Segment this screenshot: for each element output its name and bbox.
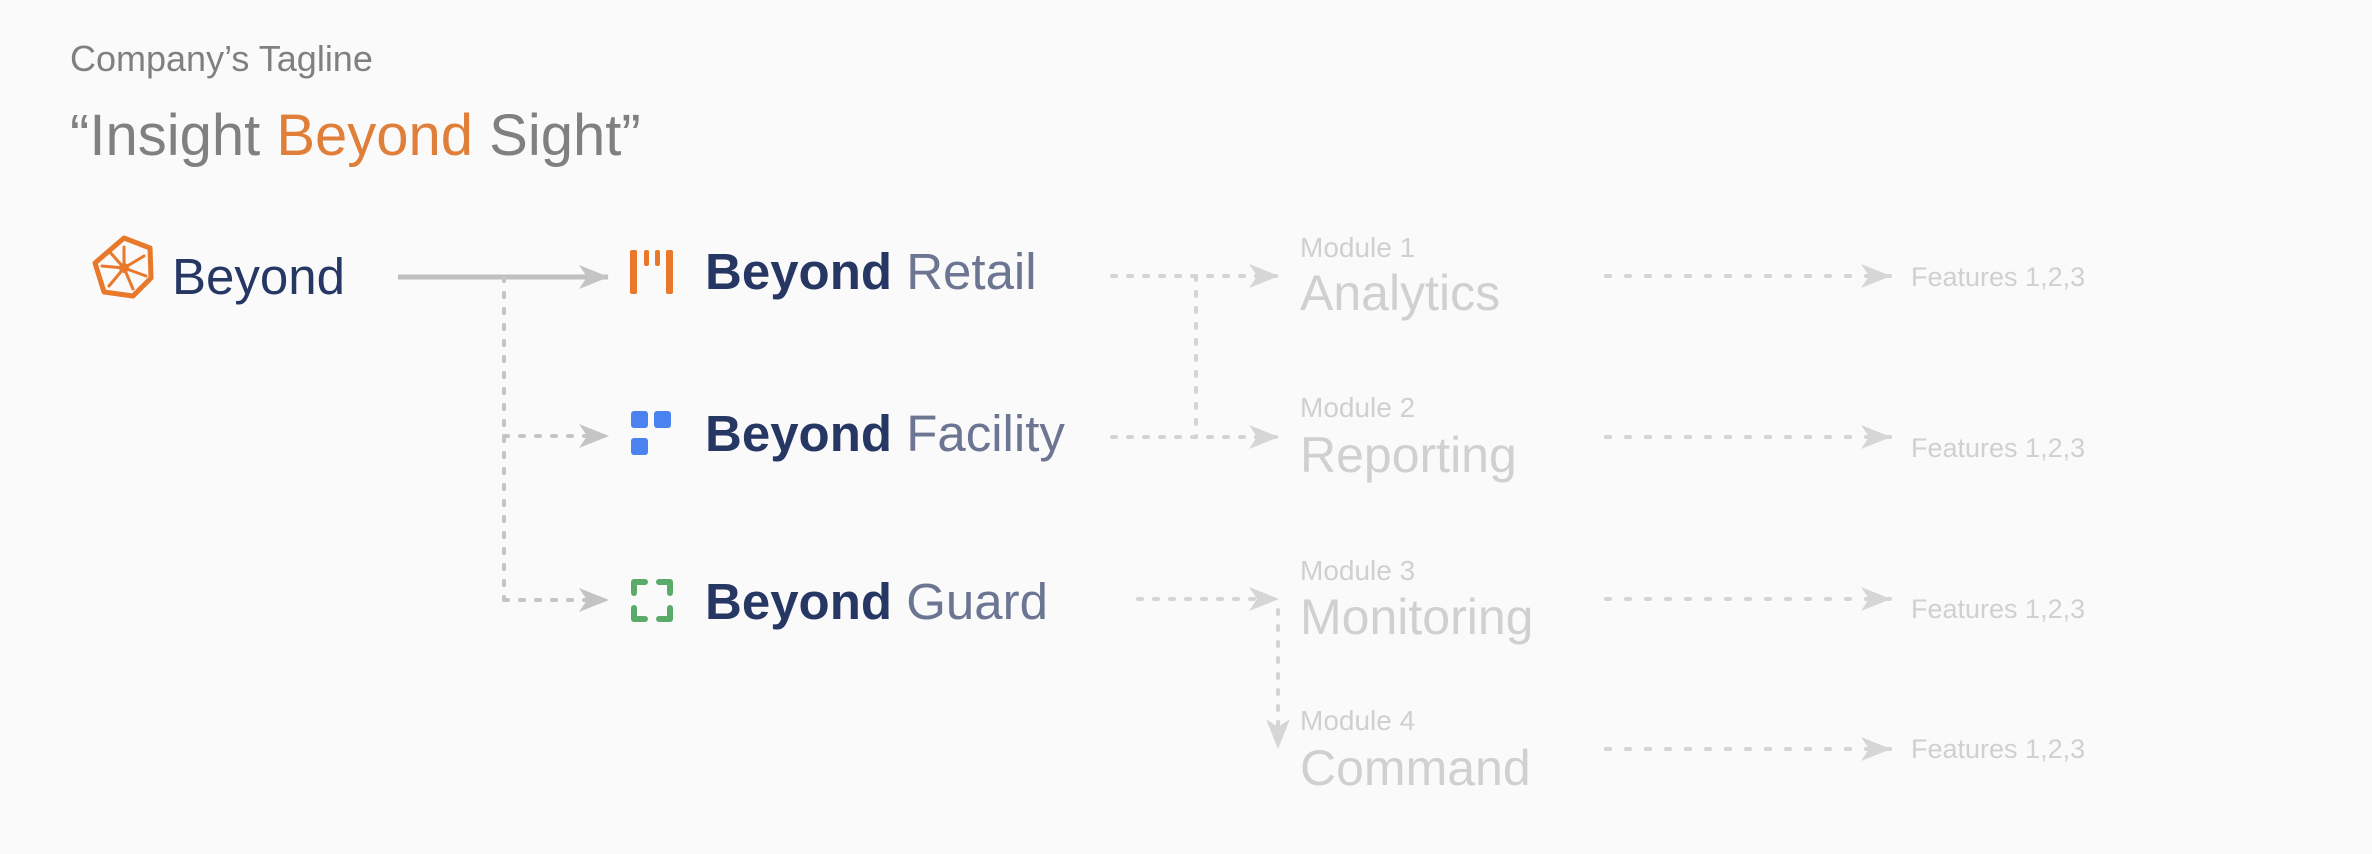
pentagon-logo-icon: [92, 235, 154, 299]
module-3-name: Monitoring: [1300, 589, 1534, 645]
product-retail-name: Retail: [906, 243, 1037, 300]
product-retail: Beyond Retail: [705, 246, 1037, 297]
tagline-quote-close: ”: [621, 103, 641, 168]
product-guard: Beyond Guard: [705, 576, 1048, 627]
product-facility-brand: Beyond: [705, 405, 893, 462]
module-4-name: Command: [1300, 740, 1531, 796]
squares-icon: [631, 411, 671, 455]
module-3-number: Module 3: [1300, 555, 1416, 586]
product-facility-name: Facility: [906, 405, 1065, 462]
product-retail-brand: Beyond: [705, 243, 893, 300]
module-3-features: Features 1,2,3: [1911, 594, 2086, 624]
tagline-label: Company’s Tagline: [70, 38, 373, 79]
tagline: “Insight Beyond Sight”: [70, 102, 641, 169]
product-guard-brand: Beyond: [705, 573, 893, 630]
root-brand-label: Beyond: [172, 248, 345, 305]
tagline-accent: Beyond: [276, 103, 474, 168]
product-facility: Beyond Facility: [705, 408, 1065, 459]
module-2-features: Features 1,2,3: [1911, 433, 2086, 463]
tagline-part2: Sight: [473, 103, 622, 168]
bars-icon: [630, 250, 673, 294]
module-1-name: Analytics: [1300, 265, 1501, 321]
bracket-frame-icon: [631, 579, 673, 622]
module-4-number: Module 4: [1300, 705, 1416, 736]
module-1-number: Module 1: [1300, 232, 1416, 263]
module-2-number: Module 2: [1300, 392, 1416, 423]
module-2-name: Reporting: [1300, 427, 1517, 483]
module-1-features: Features 1,2,3: [1911, 262, 2086, 292]
tagline-quote-open: “: [70, 103, 90, 168]
module-4-features: Features 1,2,3: [1911, 734, 2086, 764]
product-guard-name: Guard: [906, 573, 1048, 630]
tagline-part1: Insight: [89, 103, 277, 168]
